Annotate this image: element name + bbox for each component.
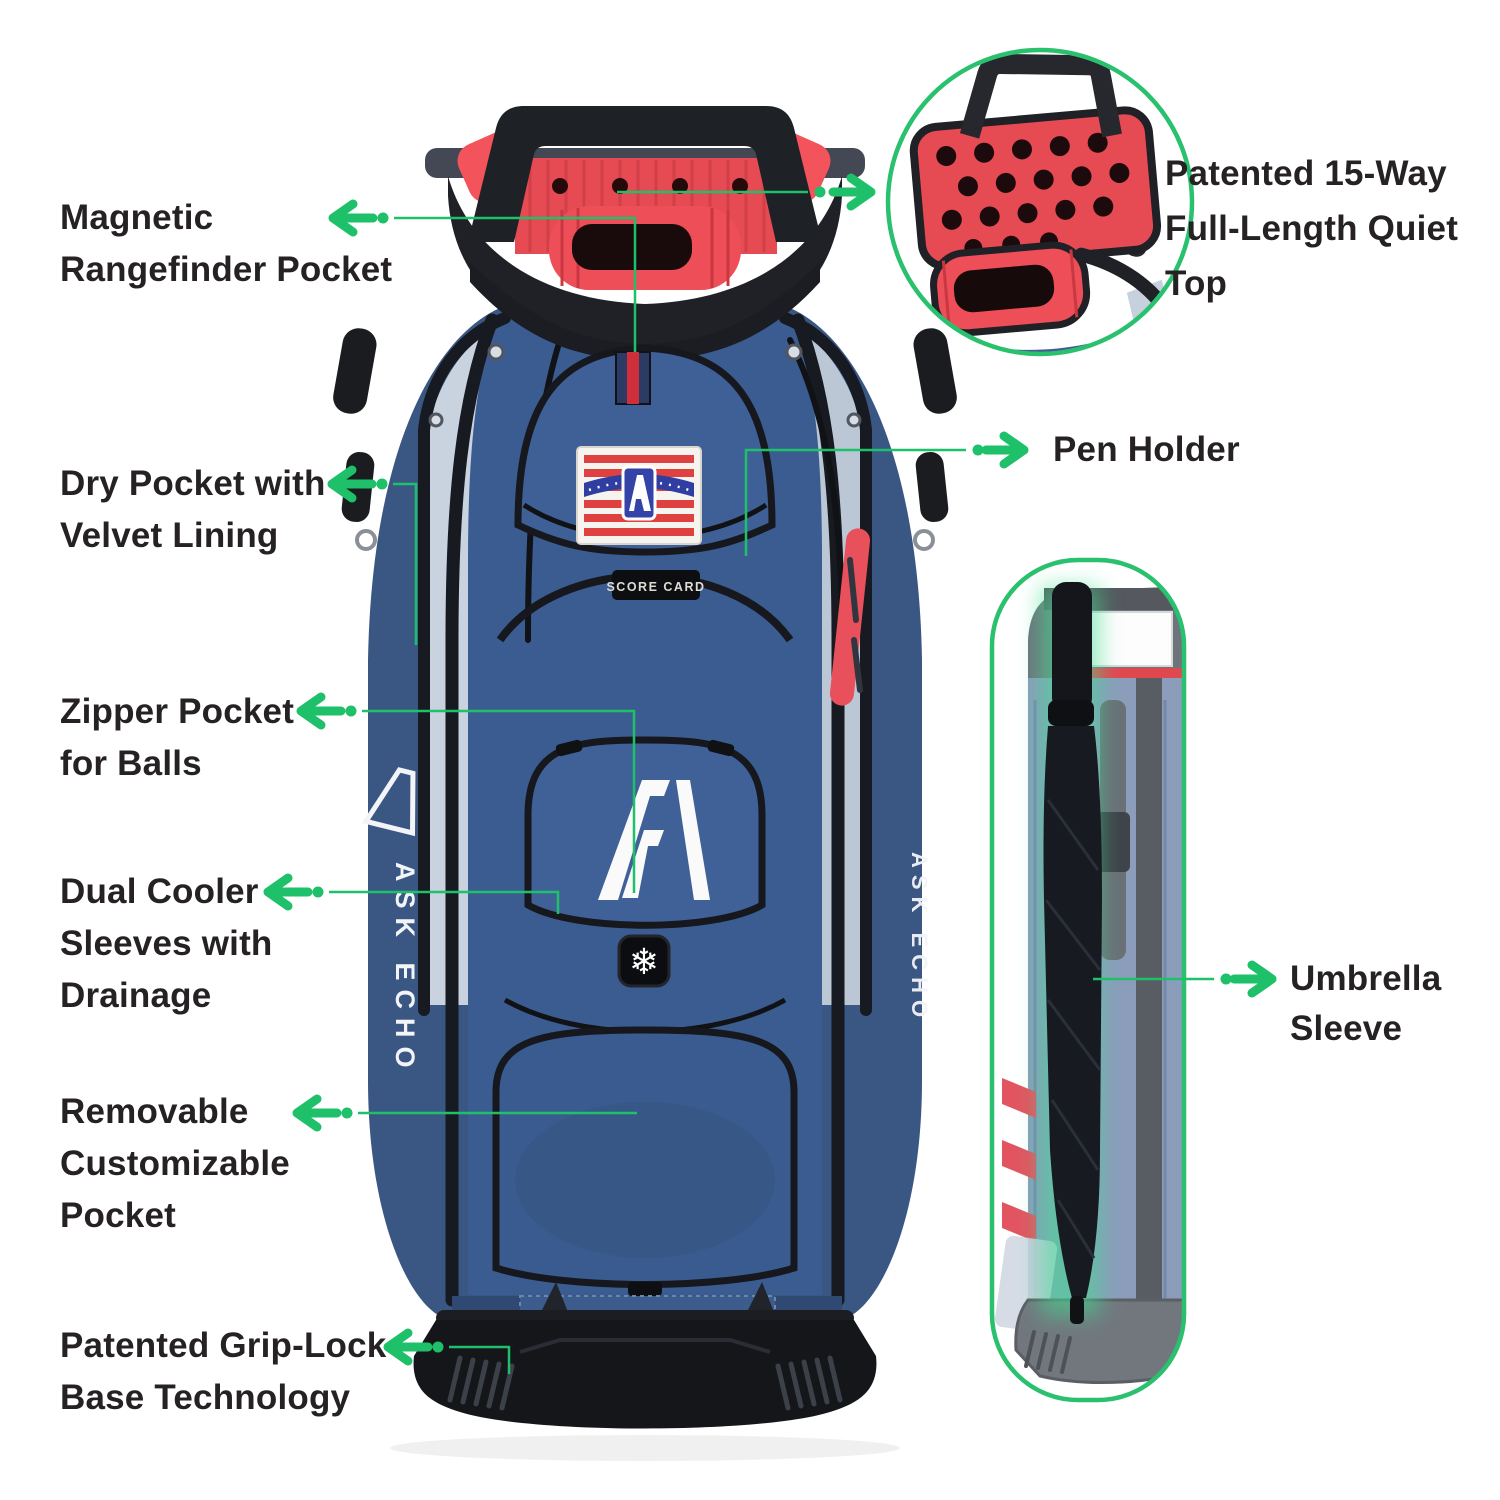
score-card-label: SCORE CARD [606,580,705,594]
umbrella-inset-red-chevrons [1002,1078,1036,1242]
label-line: Zipper Pocket [60,692,295,731]
bag-scorecard-pocket: SCORE CARD [496,570,794,643]
bag-piping [418,312,872,1307]
label-line: Top [1165,264,1228,303]
umbrella [1043,582,1102,1324]
bag-rivets [428,343,862,428]
label-line: Removable [60,1092,249,1131]
label-line: Full-Length Quiet [1165,209,1459,248]
callout-arrow-umbrella [1093,960,1277,998]
cooler-patch [617,934,671,988]
label-line: Umbrella [1290,959,1442,998]
bag-removable-pocket [492,1026,798,1296]
golf-bag: SCORE CARD ❄ [333,106,957,1461]
callout-label-removable-pocket: Removable Customizable Pocket [60,1086,290,1242]
callout-connectors [263,173,1277,1374]
label-line: Patented Grip-Lock [60,1326,387,1365]
base-vents [447,1355,843,1411]
callout-label-quiet-top: Patented 15-Way Full-Length Quiet Top [1165,146,1458,311]
label-line: Base Technology [60,1378,351,1417]
callout-arrow-removable [292,1094,637,1132]
label-line: Rangefinder Pocket [60,250,393,289]
callout-label-umbrella-sleeve: Umbrella Sleeve [1290,954,1441,1054]
bag-side-text-left: ASK ECHO [390,862,420,1077]
label-line: Dry Pocket with [60,464,326,503]
callout-arrow-dry [327,465,418,645]
callout-arrow-base [383,1328,511,1374]
bag-shadow [390,1435,900,1461]
bag-collar [448,176,842,360]
bag-zipper-pull-striped [615,351,651,405]
quiet-top-inset-border [885,47,1195,357]
callout-label-grip-lock-base: Patented Grip-Lock Base Technology [60,1320,386,1424]
quiet-top-divider-pattern [936,132,1130,258]
umbrella-inset [989,557,1187,1403]
callout-label-dual-cooler: Dual Cooler Sleeves with Drainage [60,866,273,1022]
label-line: Pocket [60,1196,176,1235]
label-line: Magnetic [60,198,214,237]
bag-side-text-right: ASK ECHO [907,852,932,1024]
label-line: Customizable [60,1144,290,1183]
callout-label-zipper-pocket: Zipper Pocket for Balls [60,686,294,790]
bag-right-coral-stripe [829,528,871,706]
flag-patch [576,446,702,545]
quiet-top-handle [959,53,1122,139]
callout-label-magnetic-rangefinder-pocket: Magnetic Rangefinder Pocket [60,192,392,296]
bag-grip-lock-base [413,1310,877,1429]
callout-arrow-pen [744,431,1029,556]
label-line: Drainage [60,976,212,1015]
score-card-label-patch [612,570,700,600]
callout-arrow-quiet-top [617,173,876,211]
label-line: Patented 15-Way [1165,154,1447,193]
callout-label-pen-holder: Pen Holder [1053,424,1240,476]
label-line: Pen Holder [1053,430,1240,469]
callout-arrow-cooler [263,873,560,914]
label-line: Sleeves with [60,924,273,963]
callout-arrow-zipper [296,692,636,893]
label-line: Velvet Lining [60,516,279,555]
bag-ball-pocket [524,736,766,929]
label-line: for Balls [60,744,202,783]
label-line: Sleeve [1290,1009,1403,1048]
callout-arrow-magnetic [328,199,637,352]
snowflake-icon: ❄ [629,941,659,982]
label-line: Dual Cooler [60,872,259,911]
callout-label-dry-pocket: Dry Pocket with Velvet Lining [60,458,326,562]
bag-handle-arch [468,106,822,242]
bag-side-logo-left [361,767,416,837]
